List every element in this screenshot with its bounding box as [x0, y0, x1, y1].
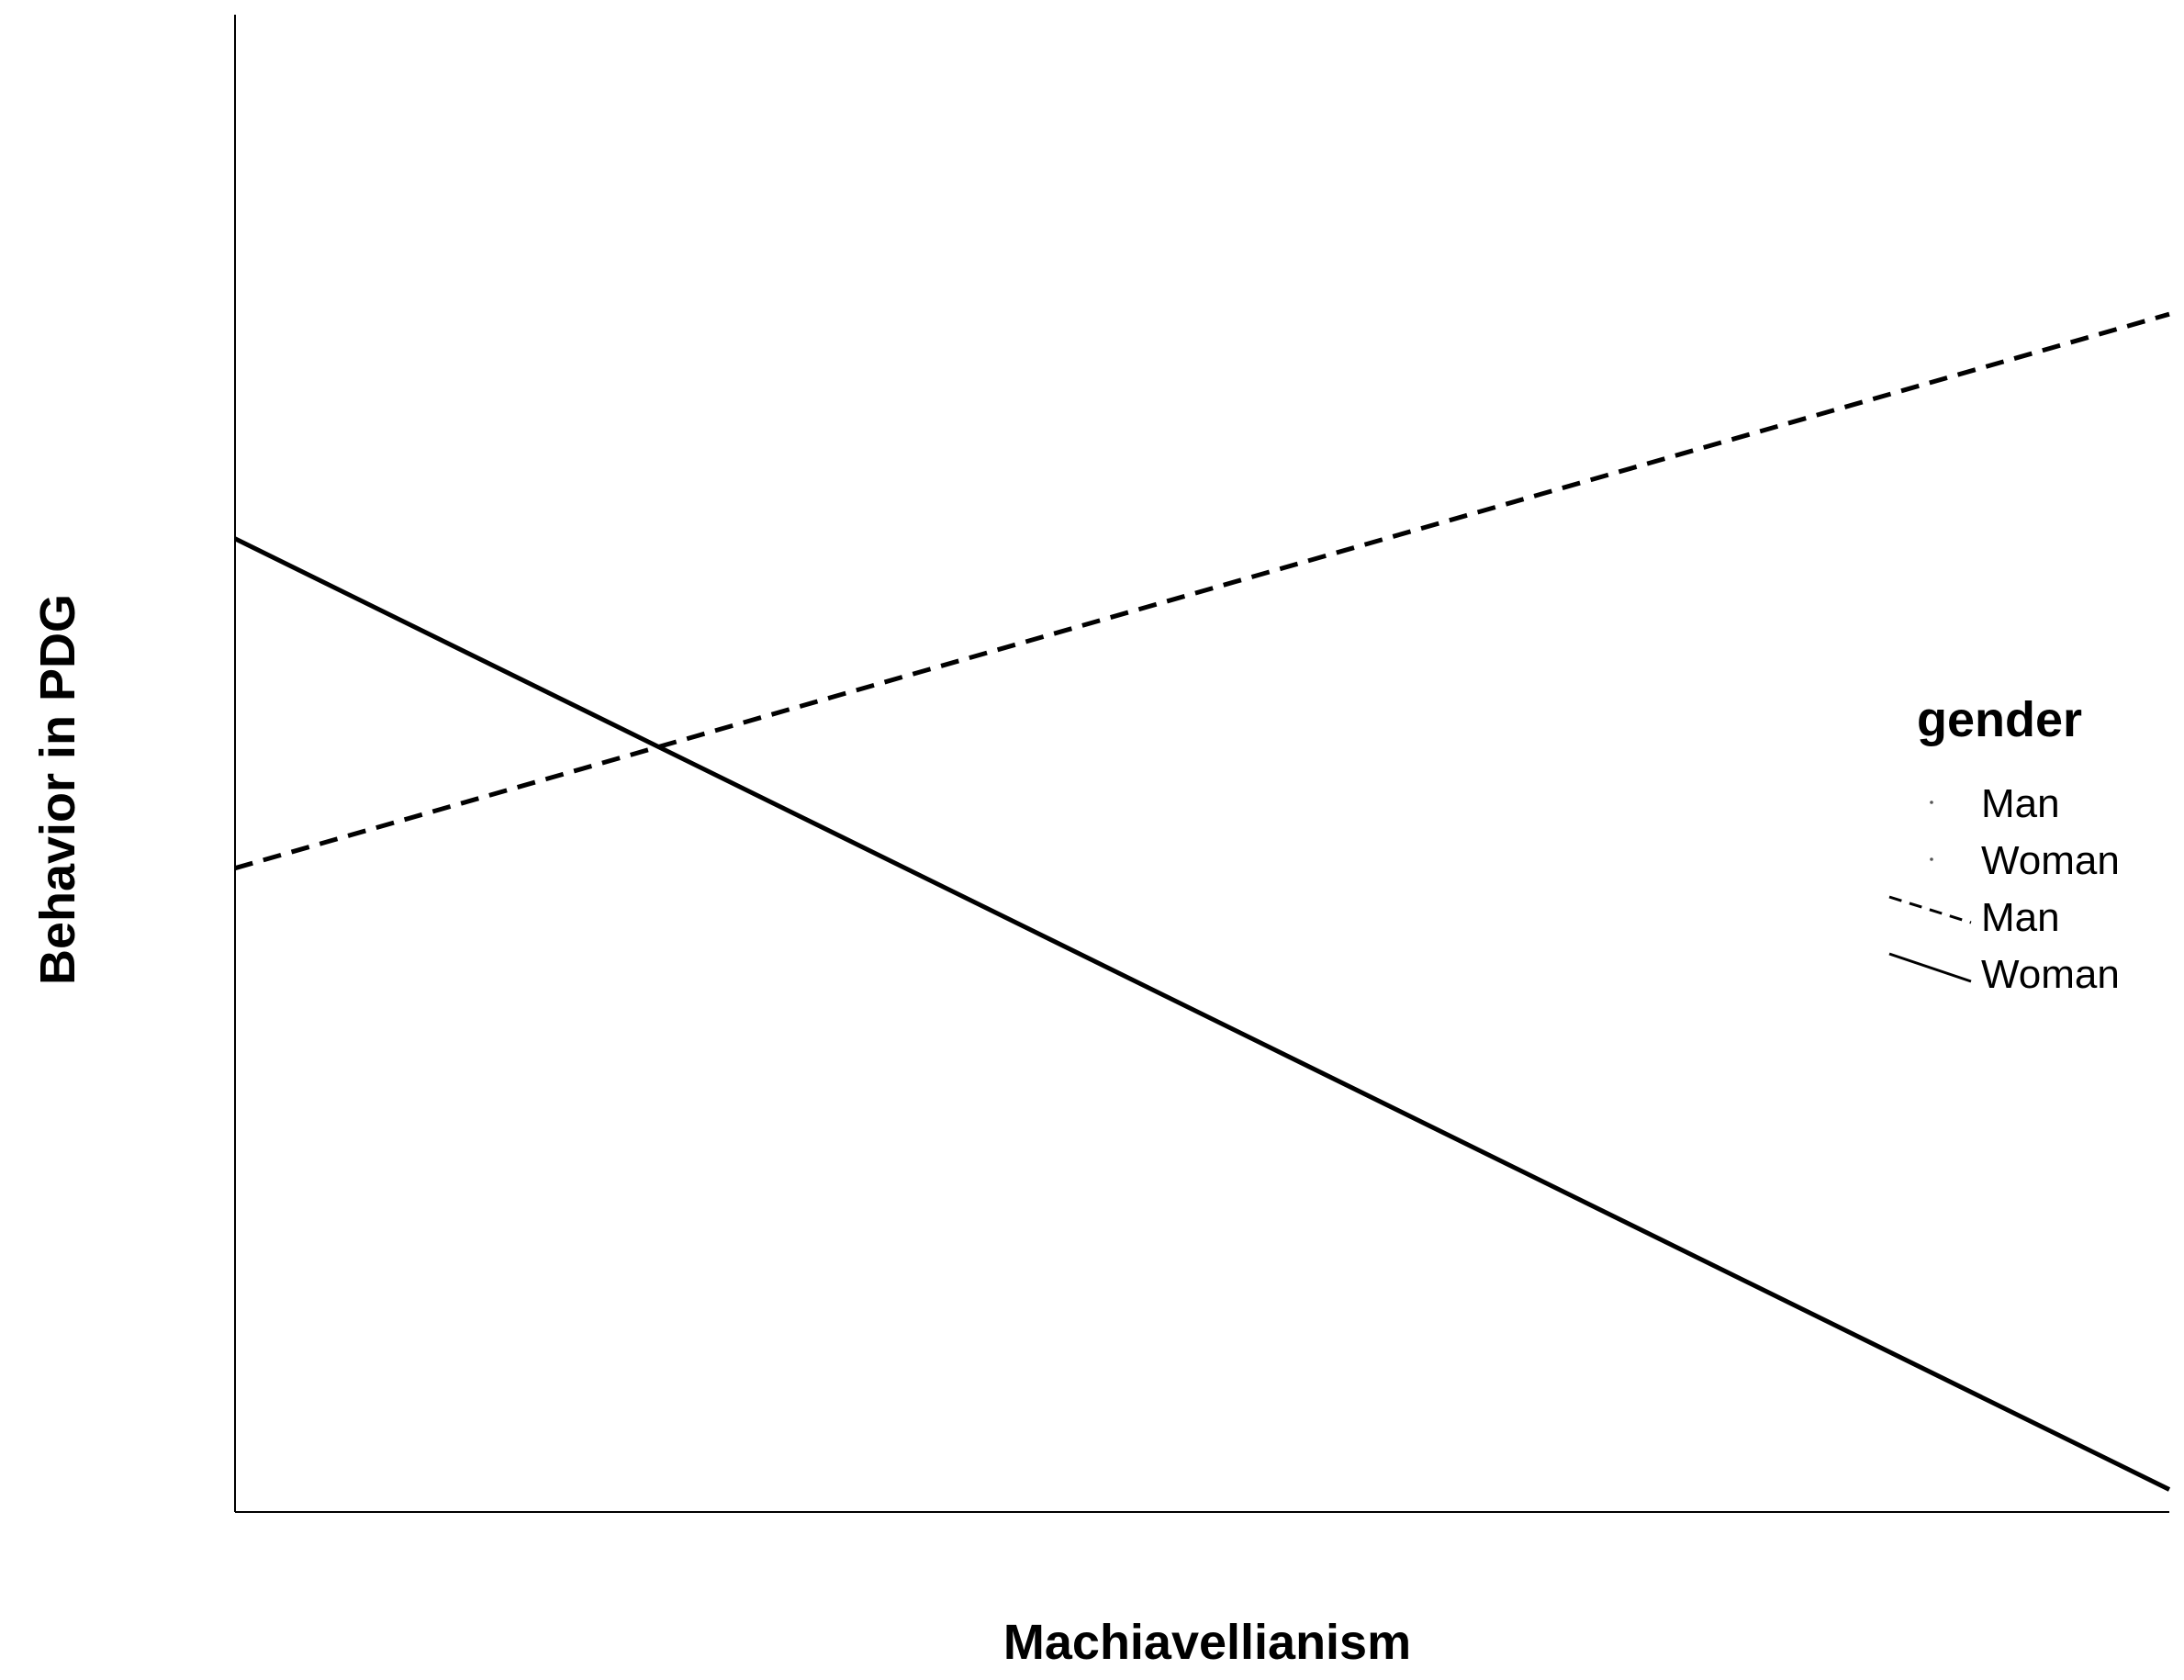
legend-point-marker [1930, 801, 1933, 804]
legend-title: gender [1917, 692, 2082, 747]
legend-entry-man-point: Man [1930, 781, 2060, 826]
legend-label: Woman [1981, 838, 2120, 883]
legend-point-marker [1930, 857, 1933, 861]
y-axis-title: Behavior in PDG [30, 594, 85, 985]
legend-label: Man [1981, 895, 2060, 940]
legend-entry-woman-solid-line: Woman [1888, 952, 2120, 997]
legend-dashed-line-marker [1888, 895, 1972, 924]
plot-area [233, 15, 2171, 1513]
legend-label: Woman [1981, 952, 2120, 997]
legend-label: Man [1981, 781, 2060, 826]
series-layer [233, 311, 2171, 1492]
series-line-woman-solid [233, 536, 2171, 1492]
series-line-man-dashed [234, 311, 2170, 871]
legend-entry-man-dashed-line: Man [1888, 895, 2060, 940]
legend-entry-woman-point: Woman [1930, 838, 2120, 883]
x-axis-title: Machiavellianism [1003, 1615, 1411, 1670]
legend-solid-line-marker [1888, 952, 1972, 983]
